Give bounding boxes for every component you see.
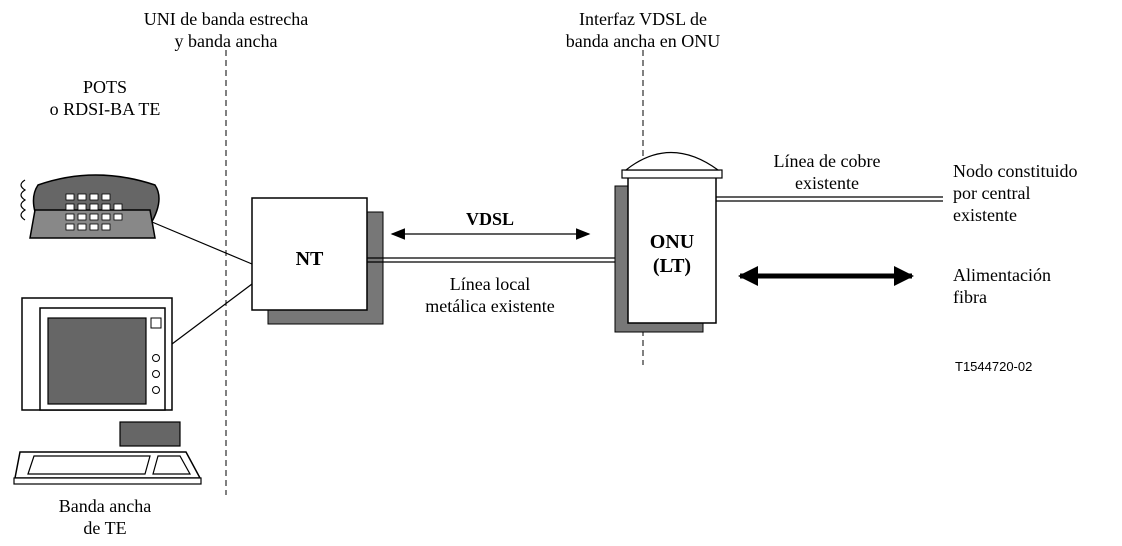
uni-label-line2: y banda ancha	[174, 31, 278, 51]
telephone-icon	[20, 174, 160, 239]
node-label-line3: existente	[953, 205, 1017, 225]
pots-label-line1: POTS	[82, 77, 127, 97]
uni-label-line1: UNI de banda estrecha	[143, 9, 309, 29]
power-fiber-label-line1: Alimentación	[953, 265, 1051, 285]
onu-box	[614, 152, 723, 333]
te-label-line2: de TE	[83, 518, 127, 538]
local-line-label: Línea local metálica existente	[385, 273, 595, 317]
local-line-label-line2: metálica existente	[425, 296, 555, 316]
vdsl-label: VDSL	[465, 209, 514, 229]
power-fiber-label: Alimentación fibra	[953, 264, 1051, 308]
onu-label-line1: ONU	[649, 231, 695, 253]
copper-line-label: Línea de cobre existente	[742, 150, 912, 194]
onu-label-line2: (LT)	[652, 255, 692, 277]
pots-label: POTS o RDSI-BA TE	[20, 76, 190, 120]
copper-line-label-line1: Línea de cobre	[773, 151, 881, 171]
node-label-line2: por central	[953, 183, 1031, 203]
phone-to-nt-line	[151, 221, 253, 265]
pots-label-line2: o RDSI-BA TE	[49, 99, 161, 119]
vdsl-interface-label-line2: banda ancha en ONU	[565, 31, 721, 51]
vdsl-interface-label: Interfaz VDSL de banda ancha en ONU	[523, 8, 763, 52]
vdsl-interface-label-line1: Interfaz VDSL de	[579, 9, 707, 29]
figure-reference: T1544720-02	[955, 359, 1033, 374]
computer-icon	[13, 297, 202, 485]
power-fiber-label-line2: fibra	[953, 287, 987, 307]
onu-label: ONU (LT)	[628, 230, 716, 278]
te-label-line1: Banda ancha	[58, 496, 152, 516]
copper-line-label-line2: existente	[795, 173, 859, 193]
te-label: Banda ancha de TE	[25, 495, 185, 539]
local-line-label-line1: Línea local	[449, 274, 531, 294]
nt-box	[251, 197, 384, 325]
computer-to-nt-line	[171, 283, 253, 345]
node-label-line1: Nodo constituido	[953, 161, 1078, 181]
node-label: Nodo constituido por central existente	[953, 160, 1078, 226]
uni-label: UNI de banda estrecha y banda ancha	[95, 8, 357, 52]
nt-label: NT	[295, 248, 324, 270]
